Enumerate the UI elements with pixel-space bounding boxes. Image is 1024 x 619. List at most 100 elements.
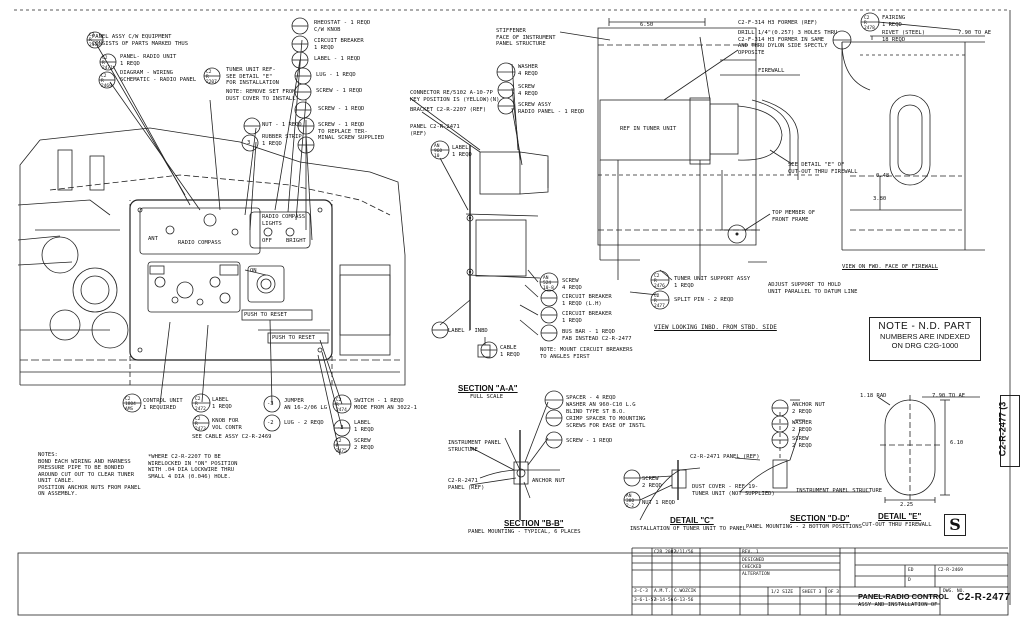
title-block-cell: C2R 2002 [654, 550, 677, 555]
title-block-cell: 3-6-1-57 [634, 598, 657, 603]
title-detail-c: DETAIL "C" [670, 516, 714, 525]
panel-label-off: OFF [262, 238, 272, 244]
callout-circuit-breaker-top: CIRCUIT BREAKER 1 REQD [314, 38, 364, 51]
note-box-line1: NOTE - N.D. PART [878, 321, 972, 332]
panel-label-push-reset-1: PUSH TO RESET [244, 312, 288, 318]
callout-bus-bar: BUS BAR - 1 REQD FAB INSTEAD C2-R-2477 [562, 329, 632, 342]
callout-lug-top: LUG - 1 REQD [316, 72, 356, 78]
callout-see-cable: SEE CABLE ASSY C2-R-2469 [192, 434, 272, 440]
dim-610: 6.10 [950, 440, 964, 446]
title-block-cell: DESIGNED [742, 558, 765, 563]
panel-label-bright: BRIGHT [286, 238, 306, 244]
dim-380: 3.80 [873, 196, 887, 202]
title-detail-e: DETAIL "E" [878, 512, 922, 521]
callout-screw-4: SCREW 4 REQD [518, 84, 538, 97]
title-block-cell: A.M.T. [654, 589, 671, 594]
balloon-4: C2 R 2207 [206, 70, 217, 85]
title-block-cell: 3-14-56 [654, 598, 674, 603]
callout-cable: CABLE 1 REQD [500, 345, 520, 358]
notes-left: NOTES: BOND EACH WIRING AND HARNESS PRES… [38, 452, 141, 497]
balloon-7: C2 1804 AMS [125, 397, 136, 412]
drawing-number-vertical: C2-R-2477 (3 [997, 401, 1008, 457]
callout-crimp: CRIMP SPACER TO MOUNTING SCREWS FOR EASE… [566, 416, 646, 429]
callout-rivet: RIVET (STEEL) 18 REQD [882, 30, 926, 43]
title-block-cell: ALTERATION [742, 572, 770, 577]
panel-label-radio-compass: RADIO COMPASS [178, 240, 222, 246]
tb-scale: 1/2 SIZE [771, 590, 794, 595]
balloon-15: C2 R 2475 [336, 439, 347, 454]
company-logo: S [944, 514, 966, 536]
title-section-dd: SECTION "D-D" [790, 514, 850, 523]
callout-knob: KNOB FOR VOL CONTR [212, 418, 242, 431]
callout-note-mount: NOTE: MOUNT CIRCUIT BREAKERS TO ANGLES F… [540, 347, 633, 360]
callout-screw-assy: SCREW ASSY RADIO PANEL - 1 REQD [518, 102, 585, 115]
title-section-bb: SECTION "B-B" [504, 519, 564, 528]
tb-ed-label: ED [908, 568, 914, 573]
callout-panel-radio-unit: PANEL- RADIO UNIT 1 REQD [120, 54, 177, 67]
callout-screw-dd: SCREW 2 REQD [792, 436, 812, 449]
notes-mid: *WHERE C2-R-2207 TO BE WIRELOCKED IN "ON… [148, 454, 238, 480]
callout-ref-tuner: REF IN TUNER UNIT [620, 126, 677, 132]
tb-ed-value: D [908, 578, 911, 583]
callout-note-remove: NOTE: REMOVE SET FROM DUST COVER TO INST… [226, 89, 296, 102]
dim-730-bottom: 7.90 TO AE [932, 393, 966, 399]
callout-nut-1: NUT 1 REQD [642, 500, 676, 506]
tb-sheet: SHEET 3 [802, 590, 822, 595]
title-section-aa-sub: FULL SCALE [470, 394, 504, 400]
callout-bracket: BRACKET C2-R-2207 (REF) [410, 107, 487, 113]
callout-control-unit: CONTROL UNIT 1 REQUIRED [143, 398, 183, 411]
drawing-title: PANEL-RADIO CONTROL [858, 592, 949, 601]
title-section-bb-sub: PANEL MOUNTING - TYPICAL, 6 PLACES [468, 529, 581, 535]
callout-anchor-nut: ANCHOR NUT [532, 478, 566, 484]
callout-label-left: LABEL 1 REQD [212, 397, 232, 410]
balloon-14: -3 [337, 425, 344, 431]
callout-former-ref: C2-F-314 H3 FORMER (REF) [738, 20, 818, 26]
note-box-line2: NUMBERS ARE INDEXED [879, 332, 971, 341]
balloon-16: AN 960 10 [434, 144, 443, 159]
callout-panel-ref-bb: C2-R-2471 PANEL (REF) [448, 478, 485, 491]
callout-panel-ref: PANEL C2-R-2471 (REF) [410, 124, 460, 137]
dim-118: 1.18 RAD [860, 393, 887, 399]
callout-panel-ref-c: C2-R-2471 PANEL (REF) [690, 454, 760, 460]
dim-650: 6.50 [640, 22, 654, 28]
callout-anchor-nut2: ANCHOR NUT 2 REQD [792, 402, 826, 415]
panel-label-ant: ANT [148, 236, 158, 242]
callout-screw-c: SCREW 2 REQD [642, 476, 662, 489]
callout-panel-assy: PANEL ASSY C/W EQUIPMENT CONSISTS OF PAR… [92, 34, 189, 47]
title-block-cell: REV. 1 [742, 550, 759, 555]
panel-label-lights: RADIO COMPASS LIGHTS [262, 214, 306, 227]
callout-switch: SWITCH - 1 REQD MODE FROM AN 3022-1 [354, 398, 417, 411]
balloon-6: AN 524 10-8 [543, 276, 554, 291]
callout-nut: NUT - 1 REQD [262, 122, 302, 128]
title-view-fwd: VIEW ON FWD. FACE OF FIREWALL [842, 264, 939, 270]
callout-screw-right: SCREW 4 REQD [562, 278, 582, 291]
balloon-5: 3 [247, 140, 251, 146]
title-block-cell: 6-13-56 [674, 598, 694, 603]
drawing-subtitle: ASSY AND INSTALLATION OF [858, 602, 938, 608]
balloon-8: C2 R 2472 [195, 397, 206, 412]
callout-washer: WASHER 4 REQD [518, 64, 538, 77]
title-block-cell: 3/11/56 [674, 550, 694, 555]
callout-label-inbd: LABEL - INBD [448, 328, 488, 334]
dim-730-top: 7.90 TO AE [958, 30, 992, 36]
drawing-number: C2-R-2477 [957, 592, 1011, 603]
balloon-18: C2 R 2477 [654, 294, 665, 309]
balloon-13: C2 R 2474 [336, 398, 347, 413]
tb-weight: C2-R-2469 [938, 568, 963, 573]
callout-see-detail-e: SEE DETAIL "E" OF CUT-OUT THRU FIREWALL [788, 162, 858, 175]
title-detail-c-sub: INSTALLATION OF TUNER UNIT TO PANEL [630, 526, 746, 532]
balloon-3: C2 R 2469 [101, 74, 112, 89]
callout-split-pin: SPLIT PIN - 2 REQD [674, 297, 734, 303]
callout-adjust-support: ADJUST SUPPORT TO HOLD UNIT PARALLEL TO … [768, 282, 858, 295]
callout-tuner-unit-ref: TUNER UNIT REF- SEE DETAIL "E" FOR INSTA… [226, 67, 279, 86]
callout-rubber-strip: RUBBER STRIP 1 REQD [262, 134, 302, 147]
callout-circuit-breaker-right2: CIRCUIT BREAKER 1 REQD [562, 311, 612, 324]
title-view-looking: VIEW LOOKING INBD. FROM STBD. SIDE [654, 324, 777, 331]
callout-label-1: LABEL 1 REQD [452, 145, 472, 158]
callout-diagram-wiring: DIAGRAM - WIRING SCHEMATIC - RADIO PANEL [120, 70, 197, 83]
dim-048: 0.48 [876, 173, 890, 179]
title-detail-e-sub: CUT-OUT THRU FIREWALL [862, 522, 932, 528]
drawing-number-vertical-tag: C2-R-2477 (3 [997, 395, 1020, 467]
title-block-cell: C.WOZCIK [674, 589, 697, 594]
